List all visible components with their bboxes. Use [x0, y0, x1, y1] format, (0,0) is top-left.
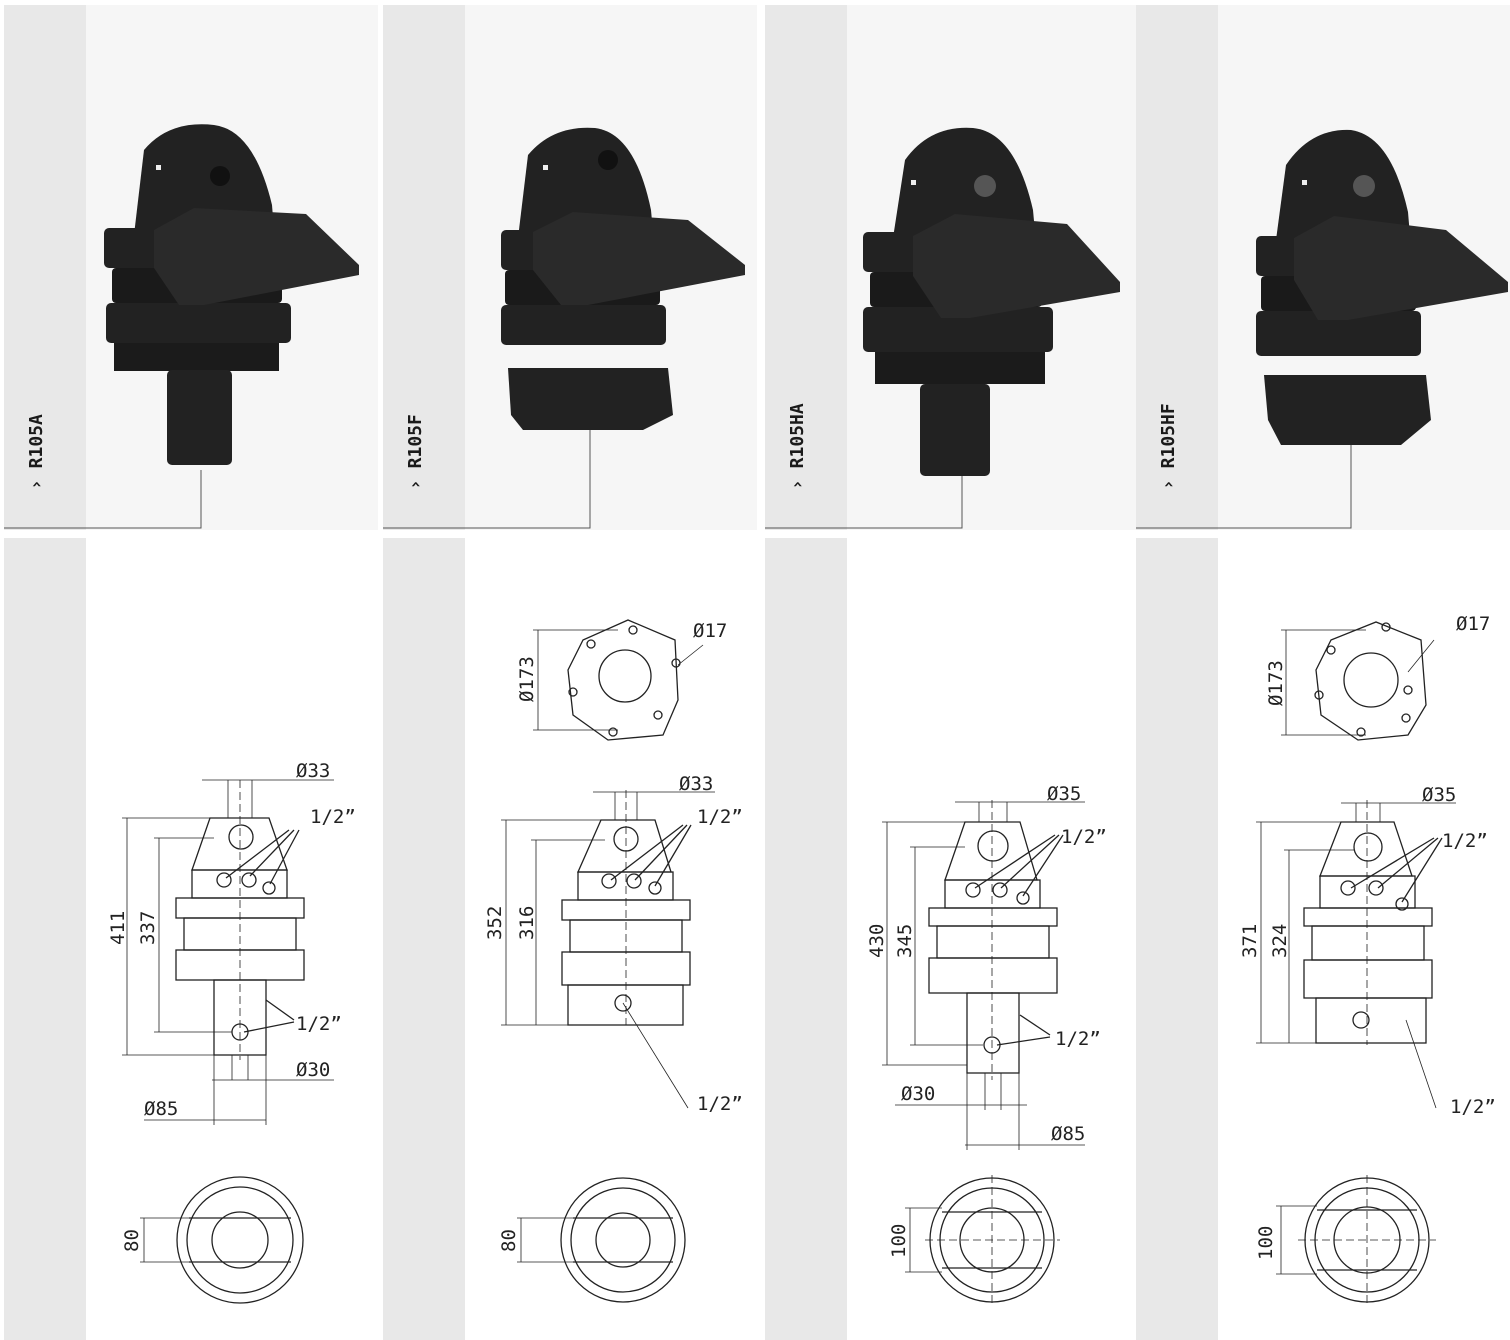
shaft-diameter-dim: Ø85: [144, 1098, 178, 1120]
port-dim: 1/2”: [1061, 826, 1107, 848]
product-column-r105a: › R105A: [4, 0, 378, 1340]
height-inner-dim: 316: [516, 906, 538, 940]
rotator-photo: [1256, 129, 1508, 445]
port-dim: 1/2”: [697, 806, 743, 828]
port-lower-dim: 1/2”: [296, 1013, 342, 1035]
product-column-r105hf: › R105HF: [1136, 0, 1510, 1340]
side-band: [4, 5, 86, 530]
shaft-bore-dim: Ø30: [296, 1059, 330, 1081]
port-lower-dim: 1/2”: [1055, 1028, 1101, 1050]
side-band: [765, 5, 847, 530]
flange-view-drawing: [533, 619, 704, 741]
flange-hole-dim: Ø17: [1456, 613, 1490, 635]
side-band: [4, 538, 86, 1340]
bottom-width-dim: 80: [498, 1229, 520, 1252]
top-bore-dim: Ø33: [296, 760, 330, 782]
height-total-dim: 371: [1239, 924, 1261, 958]
bottom-view-drawing: [1276, 1175, 1436, 1305]
rotator-r105hf: Ø173 Ø17 Ø35 1/2” 1/2” 371 324 100: [1136, 129, 1508, 1305]
shaft-bore-dim: Ø30: [901, 1083, 935, 1105]
side-band: [383, 5, 465, 530]
top-bore-dim: Ø35: [1422, 784, 1456, 806]
rotator-r105a: Ø33 1/2” 1/2” 411 337 Ø30 Ø85 80: [4, 124, 359, 1304]
leader-line: [1136, 445, 1352, 529]
top-bore-dim: Ø33: [679, 773, 713, 795]
height-inner-dim: 337: [137, 911, 159, 945]
bottom-width-dim: 80: [121, 1229, 143, 1252]
side-view-drawing: [501, 790, 715, 1109]
port-dim: 1/2”: [1442, 830, 1488, 852]
bottom-view-drawing: [517, 1177, 686, 1303]
bottom-view-drawing: [905, 1175, 1060, 1305]
leader-line: [765, 476, 963, 529]
flange-diameter-dim: Ø173: [516, 656, 538, 702]
height-total-dim: 430: [866, 924, 888, 958]
flange-hole-dim: Ø17: [693, 620, 727, 642]
side-band: [383, 538, 465, 1340]
port-lower-dim: 1/2”: [1450, 1096, 1496, 1118]
flange-view-drawing: [1281, 621, 1435, 741]
rotator-photo: [863, 127, 1120, 476]
shaft-diameter-dim: Ø85: [1051, 1123, 1085, 1145]
side-view-drawing: [882, 800, 1085, 1150]
port-dim: 1/2”: [310, 806, 356, 828]
leader-line: [383, 430, 591, 529]
height-total-dim: 352: [484, 906, 506, 940]
side-band: [765, 538, 847, 1340]
rotator-r105ha: Ø35 1/2” 1/2” 430 345 Ø30 Ø85 100: [765, 127, 1120, 1305]
side-view-drawing: [122, 779, 334, 1125]
side-band: [1136, 5, 1218, 530]
rotator-photo: [501, 127, 745, 430]
side-view-drawing: [1256, 800, 1456, 1109]
product-column-r105f: › R105F: [383, 0, 757, 1340]
bottom-view-drawing: [140, 1176, 304, 1304]
rotator-photo: [104, 124, 359, 465]
flange-diameter-dim: Ø173: [1265, 660, 1287, 706]
height-total-dim: 411: [107, 911, 129, 945]
bottom-width-dim: 100: [888, 1224, 910, 1258]
height-inner-dim: 345: [894, 924, 916, 958]
port-lower-dim: 1/2”: [697, 1093, 743, 1115]
rotator-r105f: Ø173 Ø17 Ø33 1/2” 1/2” 352 316 80: [383, 127, 745, 1303]
height-inner-dim: 324: [1269, 924, 1291, 958]
top-bore-dim: Ø35: [1047, 783, 1081, 805]
side-band: [1136, 538, 1218, 1340]
bottom-width-dim: 100: [1255, 1226, 1277, 1260]
product-column-r105ha: › R105HA: [765, 0, 1139, 1340]
leader-line: [4, 470, 202, 529]
